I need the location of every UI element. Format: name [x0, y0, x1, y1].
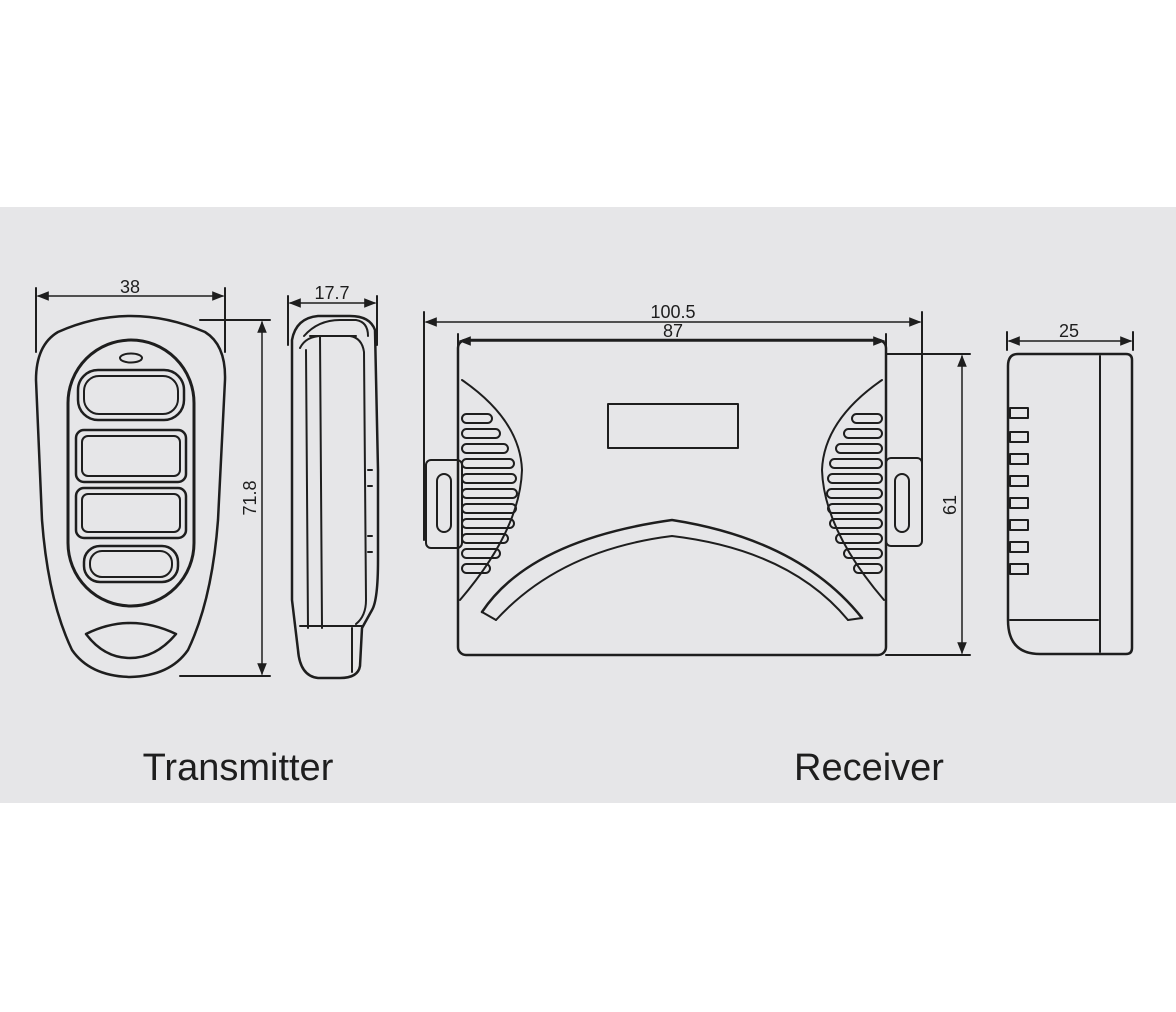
- transmitter-button-1: [76, 368, 186, 422]
- receiver-inner-width-dimension: [457, 333, 887, 353]
- receiver-outer-width-label: 100.5: [650, 302, 695, 322]
- transmitter-button-3: [74, 486, 188, 540]
- transmitter-width-dimension: [35, 287, 226, 353]
- drawing-panel: [0, 207, 1176, 803]
- transmitter-height-label: 71.8: [240, 480, 260, 515]
- receiver-height-label: 61: [940, 495, 960, 515]
- receiver-left-ear: [425, 459, 463, 549]
- transmitter-button-2: [74, 428, 188, 484]
- receiver-depth-label: 25: [1059, 321, 1079, 341]
- receiver-height-dimension: [885, 353, 971, 656]
- transmitter-side-view: [290, 314, 380, 680]
- receiver-depth-dimension: [1006, 331, 1134, 351]
- receiver-outer-width-dimension: [423, 311, 923, 541]
- transmitter-thickness-dimension: [287, 295, 378, 346]
- transmitter-front-view: [34, 314, 227, 679]
- receiver-left-vents: [461, 413, 518, 574]
- receiver-body: [456, 338, 888, 657]
- transmitter-width-label: 38: [120, 277, 140, 297]
- transmitter-thickness-label: 17.7: [314, 283, 349, 303]
- receiver-caption: Receiver: [794, 747, 944, 789]
- receiver-right-vents: [826, 413, 883, 574]
- transmitter-height-dimension: [179, 319, 271, 677]
- transmitter-button-4: [82, 544, 180, 584]
- receiver-inner-width-label: 87: [663, 321, 683, 341]
- receiver-right-ear: [885, 457, 923, 547]
- receiver-window: [607, 403, 739, 449]
- transmitter-bottom-key: [84, 621, 178, 660]
- receiver-side-view: [1006, 352, 1134, 656]
- transmitter-caption: Transmitter: [143, 747, 334, 789]
